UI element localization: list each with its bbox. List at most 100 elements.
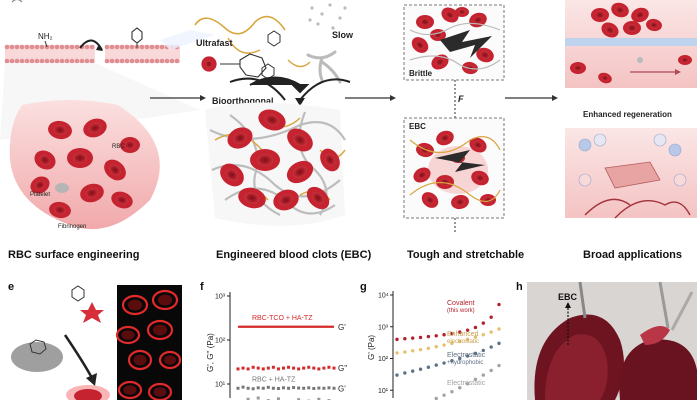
rbc-cell (411, 37, 429, 53)
ha-chain-top (194, 15, 286, 35)
rbc-cell (441, 7, 459, 23)
applications: Enhanced regeneration (565, 0, 697, 219)
data-point (442, 333, 446, 337)
data-point (246, 386, 250, 390)
data-point (489, 315, 493, 319)
panel-h: h EBC (516, 281, 697, 400)
brittle-rbc-group (409, 7, 501, 75)
tissue-right (619, 339, 697, 400)
label-bioorthogonal: Bioorthogonal (212, 96, 274, 106)
fluorescent-cell (151, 289, 179, 311)
data-point (450, 341, 454, 346)
data-point (489, 330, 493, 334)
data-point (458, 330, 462, 334)
lipid-head (4, 58, 10, 64)
rbc-cell (591, 8, 609, 22)
data-point (426, 334, 431, 339)
fluorescent-cell-center (133, 354, 147, 366)
series-name: G' (338, 384, 346, 393)
platelet-icon (55, 183, 69, 193)
engineered-blood-clot (205, 102, 346, 226)
data-point (236, 386, 240, 390)
rbc-cell (120, 137, 140, 153)
rbc-cell (476, 47, 494, 63)
lipid-head (49, 44, 55, 50)
lipid-head (174, 58, 180, 64)
data-point (465, 354, 470, 358)
blood-drop: RBC Platelet Fibrinogen (9, 100, 160, 230)
data-point (297, 398, 301, 400)
caption-broad-applications: Broad applications (583, 249, 682, 261)
drop-rbc-group (30, 118, 140, 219)
fluorescent-cell (121, 294, 149, 316)
label-ebc-photo: EBC (558, 292, 578, 302)
data-point (395, 351, 399, 355)
data-point (442, 393, 446, 397)
data-point (276, 397, 280, 400)
data-point (317, 386, 321, 390)
rbc-cell (80, 183, 104, 203)
rbc-cell (48, 120, 72, 140)
y-tick-label: 10² (378, 356, 389, 363)
data-point (317, 397, 321, 400)
rbc-cell (30, 176, 50, 194)
data-point (327, 365, 331, 369)
rbc-cell-reaction (201, 56, 217, 72)
scaffold-icon (604, 161, 661, 189)
tweezer-right (658, 281, 670, 329)
tissue-cell (578, 173, 592, 187)
lipid-head (24, 44, 30, 50)
rbc-cell (631, 7, 649, 23)
rbc-cell (469, 137, 487, 153)
data-point (497, 341, 501, 346)
rbc-cell (471, 170, 489, 186)
series-label: RBC-TCO + HA-TZ (252, 315, 313, 322)
data-point (481, 373, 486, 377)
fluorescent-cell-center (152, 324, 168, 336)
tco-ring-icon (131, 27, 143, 44)
data-point (473, 377, 478, 382)
data-point (403, 371, 407, 375)
fluorescent-cell (147, 382, 173, 400)
series-subtitle: +hydrophobic (447, 360, 483, 366)
data-point (292, 366, 296, 370)
rbc-cell (436, 175, 454, 189)
data-point (426, 365, 431, 369)
crack-icon (435, 150, 485, 172)
lipid-head (24, 58, 30, 64)
rbc-cell (238, 187, 266, 209)
fluorescent-cell (117, 380, 143, 400)
lipid-head (89, 58, 95, 64)
panel-e: e (8, 281, 182, 400)
label-slow: Slow (332, 30, 354, 40)
lipid-head (4, 44, 10, 50)
data-point (418, 347, 423, 352)
data-point (246, 367, 250, 371)
data-point (434, 345, 438, 349)
y-tick-label: 10⁴ (378, 293, 389, 300)
lipid-head (124, 58, 130, 64)
series-label: RBC + HA-TZ (252, 376, 296, 383)
data-point (458, 386, 462, 390)
data-point (442, 343, 446, 347)
data-point (261, 367, 265, 371)
lipid-head (39, 44, 45, 50)
dot (310, 6, 314, 10)
lipid-head (69, 58, 75, 64)
rbc-cell (258, 109, 286, 131)
label-fibrinogen: Fibrinogen (58, 224, 86, 230)
caption-rbc-surface-engineering: RBC surface engineering (8, 249, 139, 261)
rbc-cell (83, 118, 107, 138)
clot-rbc-group (220, 109, 340, 211)
rbc-cell (104, 159, 126, 181)
series-name: Electrostatic (447, 352, 486, 359)
light-beam-top (160, 30, 215, 50)
lipid-head (49, 58, 55, 64)
lipid-head (124, 44, 130, 50)
lipid-head (34, 44, 40, 50)
data-point (312, 366, 316, 370)
data-point (497, 302, 501, 307)
lipid-head (74, 44, 80, 50)
